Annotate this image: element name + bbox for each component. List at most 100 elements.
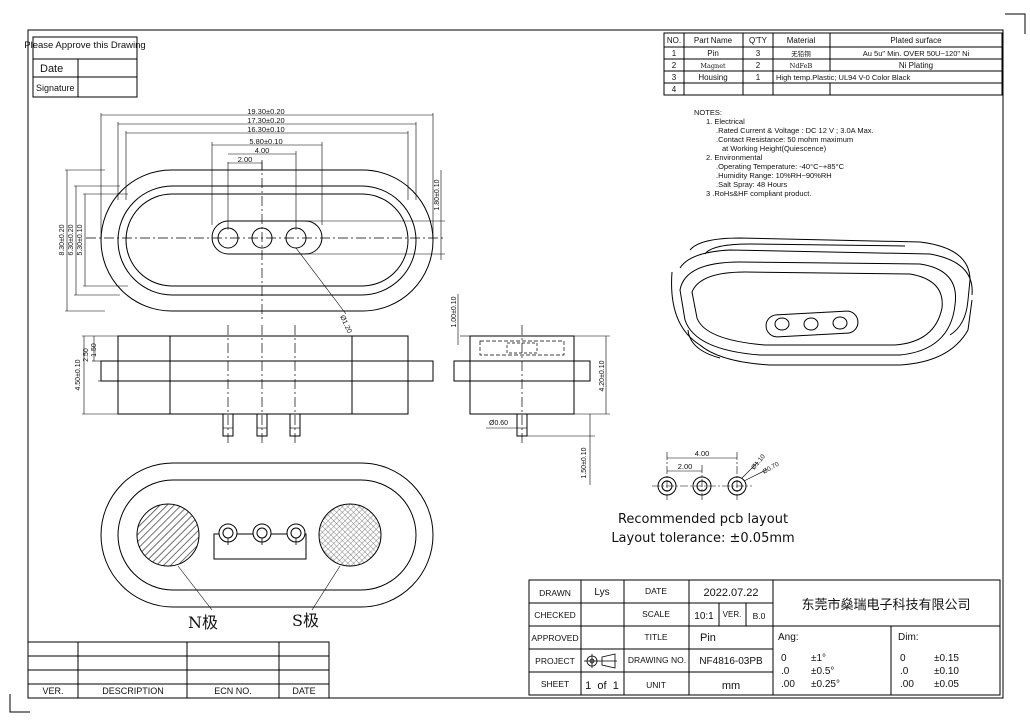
isometric-view	[671, 237, 973, 366]
pole-s-label: S极	[292, 611, 319, 630]
tb-ang-key: .0	[781, 666, 790, 677]
revision-header-date: DATE	[292, 686, 315, 696]
tb-dim-val: ±0.10	[934, 666, 959, 677]
bom-row-plating: Ni Plating	[899, 61, 933, 70]
dim-label: 5.30±0.10	[77, 224, 84, 255]
notes: NOTES: 1. Electrical .Rated Current & Vo…	[694, 108, 874, 198]
dim-label: 2.00	[238, 155, 253, 164]
bom-row-part: Pin	[707, 49, 719, 58]
bom-row-no: 4	[672, 85, 677, 94]
tb-dim-val: ±0.05	[934, 679, 959, 690]
dim-label: Ø1.20	[338, 314, 352, 334]
dim-label: 4.00	[695, 449, 710, 458]
approval-title: Please Approve this Drawing	[24, 40, 145, 51]
magnet-s	[318, 503, 382, 567]
top-view-outer-outline	[100, 169, 434, 312]
tb-unit-label: UNIT	[646, 680, 666, 690]
revision-table	[27, 641, 330, 699]
side-view-body	[117, 335, 409, 415]
bom-row-part: Housing	[698, 73, 727, 82]
dim-label: 16.30±0.10	[247, 125, 284, 134]
tb-ang-val: ±1°	[811, 653, 826, 664]
tb-title-label: TITLE	[644, 632, 667, 642]
bottom-view-inner-outline	[117, 479, 417, 591]
pole-n-label: N极	[188, 613, 218, 632]
pcb-caption: Recommended pcb layout	[618, 512, 788, 527]
dim-label: 4.50±0.10	[75, 359, 82, 390]
bom-row-no: 2	[672, 61, 677, 70]
bom-table	[663, 32, 1003, 96]
bom-row-material: 无铅铜	[791, 49, 811, 58]
notes-line: 3 .RoHs&HF compliant product.	[706, 189, 811, 198]
bom-row-no: 1	[672, 49, 677, 58]
dim-label: 2.00	[678, 462, 693, 471]
tb-dim-val: ±0.15	[934, 653, 959, 664]
dim-label: 19.30±0.20	[247, 107, 284, 116]
bom-header-part: Part Name	[694, 36, 733, 45]
dim-label: 6.30±0.20	[68, 224, 75, 255]
tb-drawn: Lys	[594, 587, 609, 598]
tb-scale-label: SCALE	[642, 609, 670, 619]
dim-label: 17.30±0.20	[247, 116, 284, 125]
approval-date-label: Date	[40, 63, 63, 75]
notes-line: .Humidity Range: 10%RH~90%RH	[716, 171, 832, 180]
notes-line: .Operating Temperature: -40°C~+85°C	[716, 162, 845, 171]
revision-header-description: DESCRIPTION	[102, 686, 164, 696]
notes-line: .Contact Resistance: 50 mohm maximum	[716, 135, 853, 144]
sheet-border	[27, 29, 1004, 699]
pcb-layout: 4.00 2.00 Ø1.10 Ø0.70	[652, 449, 781, 500]
tb-sheet: 1 of 1	[585, 680, 619, 692]
tb-ang-key: 0	[781, 653, 787, 664]
title-block-text: DRAWN Lys DATE 2022.07.22 东莞市燊瑞电子科技有限公司 …	[531, 586, 970, 692]
tb-project-label: PROJECT	[535, 656, 575, 666]
tb-sheet-label: SHEET	[541, 679, 569, 689]
dim-label: 1.50	[91, 343, 98, 357]
side-view: 4.50±0.10 2.50 1.50	[75, 325, 434, 445]
tb-checked-label: CHECKED	[534, 610, 576, 620]
notes-line: .Salt Spray: 48 Hours	[716, 180, 788, 189]
tb-ang-key: .00	[781, 679, 795, 690]
dim-label: 1.50±0.10	[581, 447, 588, 478]
tb-scale: 10:1	[694, 611, 714, 622]
bom-header-plating: Plated surface	[890, 36, 942, 45]
top-view-pin-window	[211, 220, 323, 255]
dim-label: 8.30±0.20	[59, 224, 66, 255]
dim-label: Ø0.60	[489, 420, 508, 427]
bom-header-qty: Q'TY	[749, 36, 768, 45]
tb-ang-val: ±0.25°	[811, 679, 840, 690]
tb-drawing-no-label: DRAWING NO.	[628, 655, 686, 665]
bom-row-material: High temp.Plastic; UL94 V-0 Color Black	[776, 73, 910, 82]
tb-unit: mm	[722, 680, 740, 692]
bom-row-qty: 2	[756, 61, 761, 70]
tb-dim-key: 0	[900, 653, 906, 664]
revision-header-ver: VER.	[42, 686, 63, 696]
revision-header-ecn: ECN NO.	[214, 686, 252, 696]
bom-text: NO. Part Name Q'TY Material Plated surfa…	[667, 36, 970, 94]
notes-line: NOTES:	[694, 108, 722, 117]
tb-dim-key: .00	[900, 679, 914, 690]
bom-row-plating: Au 5u" Min. OVER 50U~120" Ni	[863, 49, 970, 58]
side-view-flange	[100, 360, 434, 382]
dim-label: 1.00±0.10	[451, 296, 458, 327]
projection-symbol-icon	[584, 653, 617, 669]
tb-title: Pin	[700, 632, 716, 644]
bottom-view	[100, 462, 434, 611]
dim-label: Ø0.70	[762, 461, 781, 476]
bom-header-material: Material	[787, 36, 816, 45]
tb-approved-label: APPROVED	[531, 633, 578, 643]
tb-dim-label: Dim:	[898, 632, 919, 643]
notes-line: 1. Electrical	[706, 117, 745, 126]
end-view: 1.00±0.10 4.20±0.10 1.50±0.10 Ø0.60	[451, 294, 610, 485]
top-view: 19.30±0.20 17.30±0.20 16.30±0.10 5.80±0.…	[59, 107, 446, 335]
approval-signature-label: Signature	[36, 83, 75, 93]
magnet-n	[136, 503, 200, 567]
corner-marks	[9, 13, 1026, 713]
tb-date-label: DATE	[645, 586, 667, 596]
top-view-inner-outline	[125, 193, 409, 287]
bottom-view-outer-outline	[100, 462, 434, 608]
tb-ver: B.0	[753, 611, 766, 621]
top-view-mid-outline	[117, 185, 417, 296]
bom-row-qty: 1	[756, 73, 761, 82]
tb-drawing-no: NF4816-03PB	[699, 656, 763, 667]
